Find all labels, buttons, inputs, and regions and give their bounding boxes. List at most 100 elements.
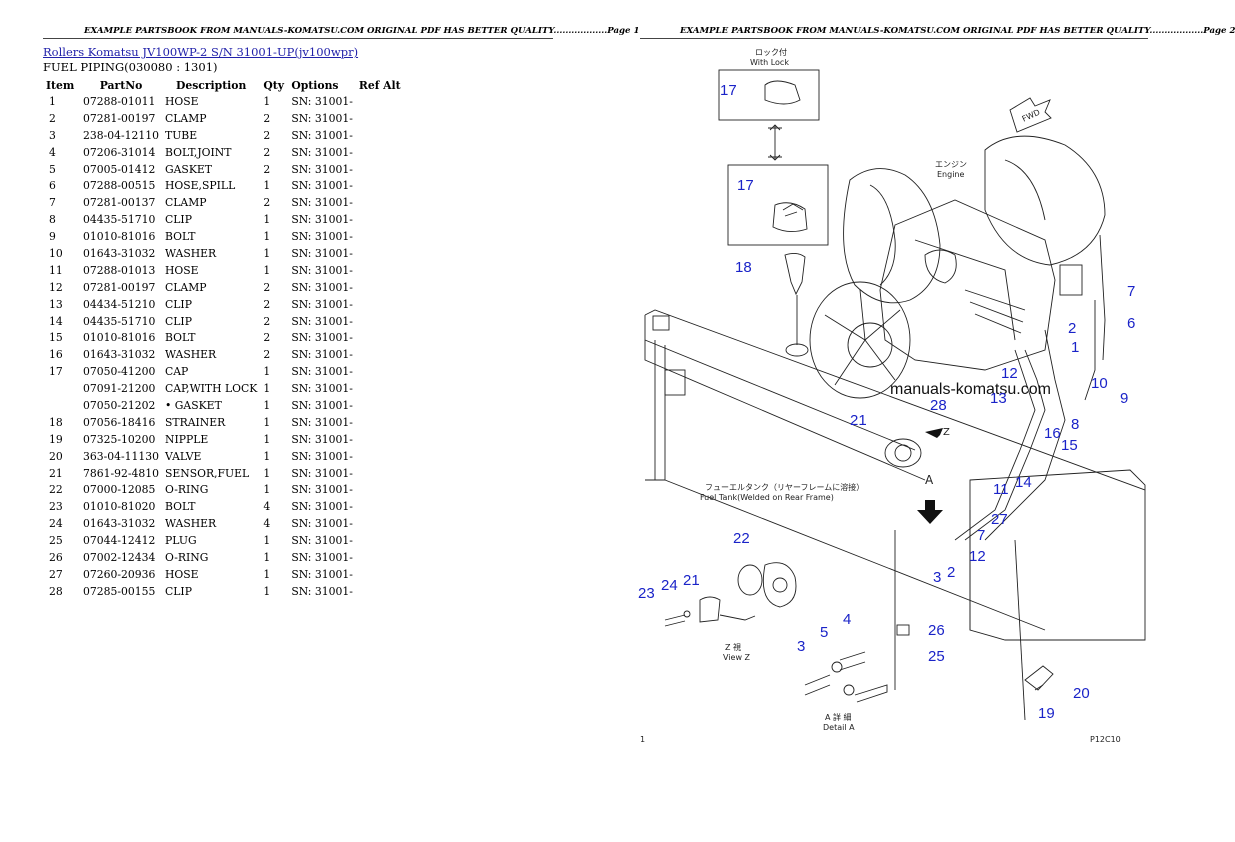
description-cell: BOLT,JOINT xyxy=(165,145,232,159)
partno-cell: 363-04-11130 xyxy=(83,449,159,463)
partno-cell: 01010-81020 xyxy=(83,500,156,514)
callout-number: 20 xyxy=(1073,685,1090,702)
partno-cell: 07325-10200 xyxy=(83,432,156,446)
options-cell: SN: 31001- xyxy=(291,179,353,193)
detail-a-label: Detail A xyxy=(823,723,855,732)
item-cell: 19 xyxy=(49,432,63,446)
with-lock-label: With Lock xyxy=(750,58,789,67)
description-cell: HOSE,SPILL xyxy=(165,179,236,193)
refalt-cell xyxy=(356,380,404,397)
refalt-cell xyxy=(356,465,404,482)
callout-number: 14 xyxy=(1015,474,1032,491)
qty-cell: 1 xyxy=(263,94,271,108)
description-cell: WASHER xyxy=(165,517,217,531)
partno-cell: 01643-31032 xyxy=(83,348,156,362)
callout-number: 3 xyxy=(933,569,941,586)
options-cell: SN: 31001- xyxy=(291,128,353,142)
item-cell: 4 xyxy=(49,145,56,159)
item-cell xyxy=(43,397,80,414)
qty-cell: 1 xyxy=(263,246,271,260)
description-cell: • GASKET xyxy=(165,398,222,412)
item-cell: 28 xyxy=(49,584,63,598)
callout-number: 16 xyxy=(1044,425,1061,442)
description-cell: HOSE xyxy=(165,263,199,277)
item-cell: 26 xyxy=(49,550,63,564)
options-cell: SN: 31001- xyxy=(291,263,353,277)
partno-cell: 07050-41200 xyxy=(83,365,156,379)
qty-cell: 1 xyxy=(263,466,271,480)
refalt-cell xyxy=(356,549,404,566)
item-cell: 1 xyxy=(49,94,56,108)
options-cell: SN: 31001- xyxy=(291,382,353,396)
item-cell: 8 xyxy=(49,213,56,227)
partno-cell: 07206-31014 xyxy=(83,145,156,159)
callout-number: 25 xyxy=(928,648,945,665)
with-lock-jp-label: ロック付 xyxy=(755,47,787,57)
description-cell: CAP xyxy=(165,365,189,379)
engine-jp-label: エンジン xyxy=(935,160,967,169)
refalt-cell xyxy=(356,346,404,363)
options-cell: SN: 31001- xyxy=(291,449,353,463)
partno-cell: 07044-12412 xyxy=(83,534,156,548)
arrow-z-label: Z xyxy=(943,427,950,438)
qty-cell: 4 xyxy=(263,500,271,514)
qty-cell: 2 xyxy=(263,314,271,328)
partno-cell: 07281-00197 xyxy=(83,280,156,294)
item-cell: 15 xyxy=(49,331,63,345)
partno-cell: 01010-81016 xyxy=(83,331,156,345)
qty-cell: 1 xyxy=(263,449,271,463)
qty-cell: 2 xyxy=(263,348,271,362)
callout-number: 15 xyxy=(1061,437,1078,454)
table-header-row: Item PartNo Description Qty Options Ref … xyxy=(43,77,404,93)
callout-number: 12 xyxy=(1001,365,1018,382)
refalt-cell xyxy=(356,363,404,380)
figure-code: P12C10 xyxy=(1090,735,1121,744)
refalt-cell xyxy=(356,448,404,465)
item-cell: 14 xyxy=(49,314,63,328)
callout-number: 13 xyxy=(990,390,1007,407)
item-cell: 6 xyxy=(49,179,56,193)
item-cell: 18 xyxy=(49,415,63,429)
partno-cell: 04435-51710 xyxy=(83,213,156,227)
section-subtitle: FUEL PIPING(030080 : 1301) xyxy=(43,60,218,74)
callout-number: 8 xyxy=(1071,416,1079,433)
description-cell: TUBE xyxy=(165,128,198,142)
view-z-label: View Z xyxy=(723,653,751,662)
refalt-cell xyxy=(356,498,404,515)
options-cell: SN: 31001- xyxy=(291,145,353,159)
item-cell: 16 xyxy=(49,348,63,362)
refalt-cell xyxy=(356,161,404,178)
options-cell: SN: 31001- xyxy=(291,517,353,531)
description-cell: CLIP xyxy=(165,584,192,598)
callout-number: 11 xyxy=(993,481,1009,498)
partno-cell: 07285-00155 xyxy=(83,584,156,598)
page-number: 1 xyxy=(640,735,645,744)
options-cell: SN: 31001- xyxy=(291,584,353,598)
item-cell: 23 xyxy=(49,500,63,514)
callout-number: 27 xyxy=(991,511,1008,528)
callout-number: 2 xyxy=(1068,320,1076,337)
item-cell: 12 xyxy=(49,280,63,294)
description-cell: BOLT xyxy=(165,331,196,345)
partno-cell: 04435-51710 xyxy=(83,314,156,328)
options-cell: SN: 31001- xyxy=(291,365,353,379)
callout-number: 18 xyxy=(735,259,752,276)
options-cell: SN: 31001- xyxy=(291,534,353,548)
callout-number: 23 xyxy=(638,585,655,602)
item-cell: 9 xyxy=(49,230,56,244)
qty-cell: 4 xyxy=(263,517,271,531)
item-cell: 7 xyxy=(49,196,56,210)
model-title-link[interactable]: Rollers Komatsu JV100WP-2 S/N 31001-UP(j… xyxy=(43,45,359,59)
